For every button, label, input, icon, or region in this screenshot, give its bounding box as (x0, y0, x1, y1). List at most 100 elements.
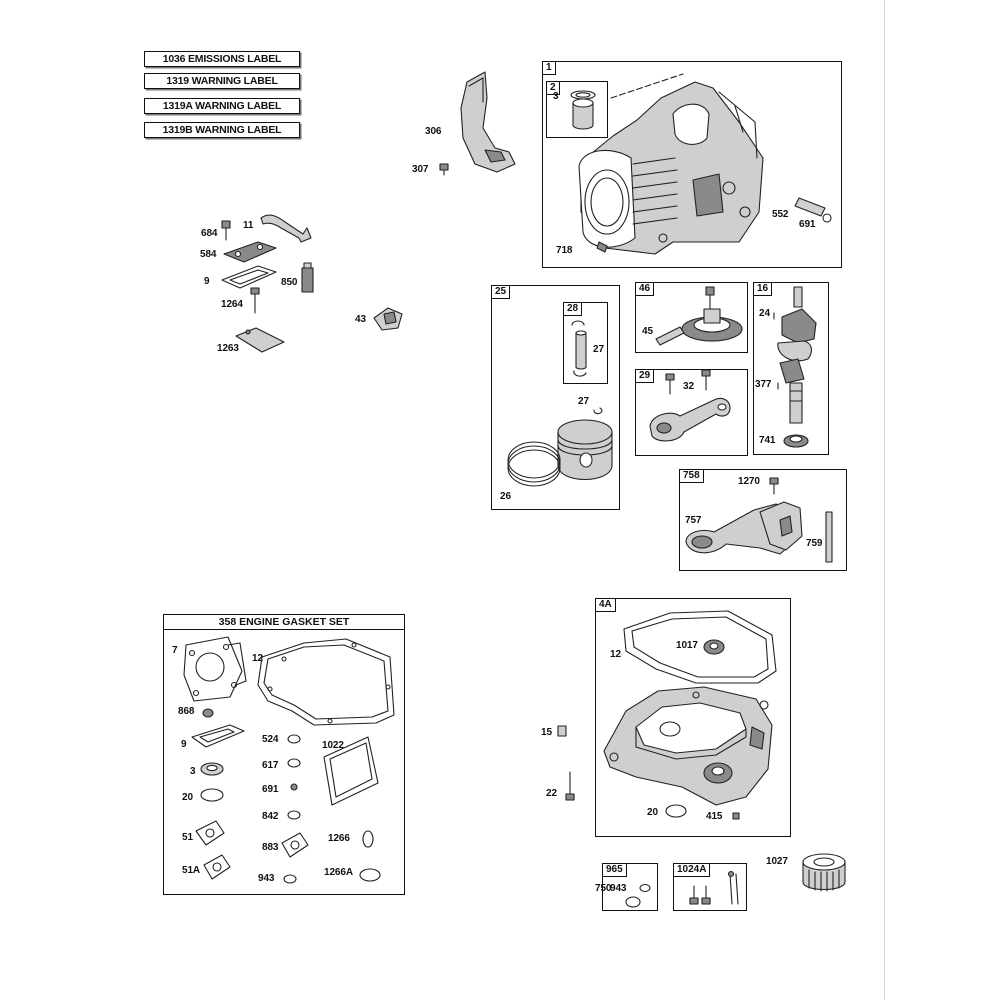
part-number-20-sump: 20 (647, 807, 658, 818)
part-number-1266: 1266 (328, 833, 350, 844)
engine-gasket-set-title: 358 ENGINE GASKET SET (164, 615, 404, 630)
cylinder-assembly-box: 1 2 3 552 691 718 (542, 61, 842, 268)
oil-filter-drawing (802, 853, 846, 892)
part-number-9-gasket: 9 (181, 739, 187, 750)
screw-icon-307 (439, 163, 449, 176)
cam-gear-box: 46 45 (635, 282, 748, 353)
part-number-1264: 1264 (221, 299, 243, 310)
cylinder-box-tag: 1 (542, 61, 556, 75)
cam-gear-drawing (655, 286, 743, 346)
part-number-1027: 1027 (766, 856, 788, 867)
cylinder-sleeve-drawing (570, 90, 596, 130)
part-number-691-gasket: 691 (262, 784, 279, 795)
part-number-27-pin: 27 (593, 344, 604, 355)
part-number-842: 842 (262, 811, 279, 822)
part-number-27-clip: 27 (578, 396, 589, 407)
sump-assembly-drawing (603, 610, 777, 820)
part-number-11: 11 (243, 220, 254, 231)
emissions-label-box: 1036 EMISSIONS LABEL (144, 51, 300, 67)
part-number-1270: 1270 (738, 476, 760, 487)
box-965-drawing (625, 883, 651, 908)
part-number-718: 718 (556, 245, 573, 256)
crankshaft-box-tag: 16 (753, 282, 773, 296)
part-number-32: 32 (683, 381, 694, 392)
part-number-759: 759 (806, 538, 823, 549)
part-number-943-box: 943 (610, 883, 627, 894)
sleeve-sub-box-tag: 2 (546, 81, 560, 95)
plug-icon-15 (557, 725, 567, 737)
piston-pin-drawing (571, 320, 587, 377)
box-1024a: 1024A (673, 863, 747, 911)
piston-assembly-box: 25 28 27 27 26 (491, 285, 620, 510)
part-number-741: 741 (759, 435, 776, 446)
reed-valve-drawing (373, 307, 403, 331)
screw-icon-684 (221, 220, 231, 241)
part-number-617: 617 (262, 760, 279, 771)
connecting-rod-box-tag: 29 (635, 369, 655, 383)
part-number-15: 15 (541, 727, 552, 738)
breather-tube-drawing (260, 214, 312, 243)
part-number-1022: 1022 (322, 740, 344, 751)
engine-gasket-set-box: 358 ENGINE GASKET SET 7 1 (163, 614, 405, 895)
breather-gasket-drawing (221, 265, 277, 289)
part-number-691-cylinder: 691 (799, 219, 816, 230)
part-number-26: 26 (500, 491, 511, 502)
cylinder-shield-drawing (460, 71, 516, 173)
part-number-3-seal: 3 (190, 766, 196, 777)
part-number-750: 750 (595, 883, 612, 894)
part-number-868: 868 (178, 706, 195, 717)
governor-assembly-drawing (685, 477, 833, 563)
connecting-rod-box: 29 32 (635, 369, 748, 456)
sealant-bottle-drawing (301, 262, 314, 293)
part-number-1263: 1263 (217, 343, 239, 354)
part-number-12-sump: 12 (610, 649, 621, 660)
sump-assembly-box: 4A 12 1017 20 415 (595, 598, 791, 837)
part-number-552: 552 (772, 209, 789, 220)
breather-plate-drawing (235, 327, 285, 353)
warning-label-box: 1319 WARNING LABEL (144, 73, 300, 89)
governor-box-tag: 758 (679, 469, 704, 483)
part-number-307: 307 (412, 164, 429, 175)
page-edge-line (884, 0, 885, 1000)
part-number-24: 24 (759, 308, 770, 319)
piston-and-rings-drawing (507, 407, 613, 487)
part-number-20-gasket: 20 (182, 792, 193, 803)
bolt-icon-22 (565, 771, 575, 801)
crankshaft-drawing (773, 286, 817, 448)
part-number-45: 45 (642, 326, 653, 337)
sump-box-tag: 4A (595, 598, 616, 612)
part-number-415: 415 (706, 811, 723, 822)
piston-pin-sub-box: 28 27 (563, 302, 608, 384)
part-number-584: 584 (200, 249, 217, 260)
part-number-51a: 51A (182, 865, 201, 876)
part-number-43: 43 (355, 314, 366, 325)
box-1024a-drawing (689, 870, 739, 905)
box-1024a-tag: 1024A (673, 863, 711, 877)
warning-label-b-box: 1319B WARNING LABEL (144, 122, 300, 138)
part-number-12-gasket: 12 (252, 653, 263, 664)
piston-pin-sub-box-tag: 28 (563, 302, 583, 316)
screw-icon-1264 (250, 287, 260, 314)
warning-label-a-box: 1319A WARNING LABEL (144, 98, 300, 114)
part-number-1266a: 1266A (324, 867, 353, 878)
part-number-3-sleeve: 3 (553, 91, 559, 102)
part-number-7: 7 (172, 645, 178, 656)
part-number-51: 51 (182, 832, 193, 843)
part-number-850: 850 (281, 277, 298, 288)
part-number-377: 377 (755, 379, 772, 390)
part-number-684: 684 (201, 228, 218, 239)
governor-assembly-box: 758 1270 757 759 (679, 469, 847, 571)
part-number-306: 306 (425, 126, 442, 137)
sleeve-sub-box: 2 3 (546, 81, 608, 138)
box-965-tag: 965 (602, 863, 627, 877)
piston-box-tag: 25 (491, 285, 511, 299)
part-number-22: 22 (546, 788, 557, 799)
cylinder-block-drawing (578, 73, 832, 255)
part-number-524: 524 (262, 734, 279, 745)
box-965: 965 943 (602, 863, 658, 911)
part-number-9: 9 (204, 276, 210, 287)
part-number-757: 757 (685, 515, 702, 526)
part-number-1017: 1017 (676, 640, 698, 651)
cam-gear-box-tag: 46 (635, 282, 655, 296)
part-number-943-gasket: 943 (258, 873, 275, 884)
